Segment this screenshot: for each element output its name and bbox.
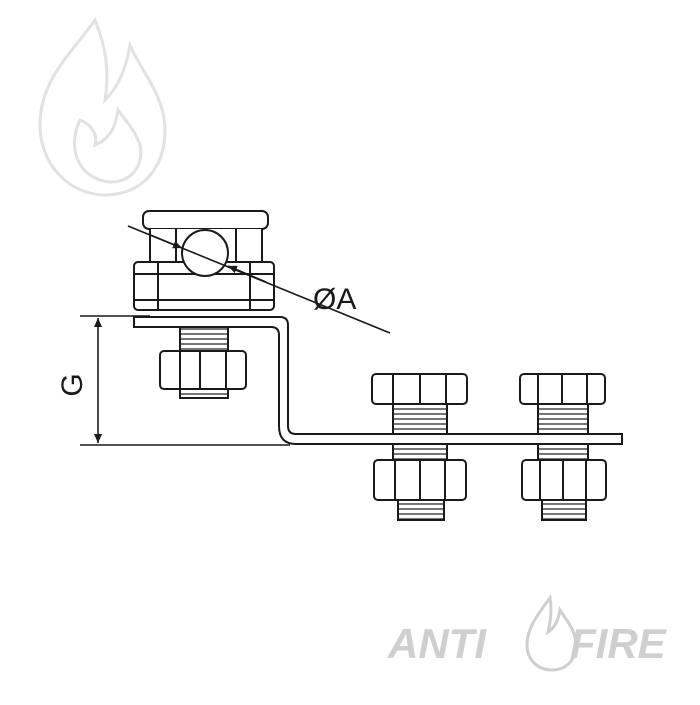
logo-flame-icon <box>525 594 578 672</box>
strip-bolt-left <box>371 373 468 521</box>
height-label: G <box>56 373 89 396</box>
height-dimension <box>80 315 290 446</box>
conductor-circle <box>181 229 229 277</box>
antifire-logo: ANTI FIRE <box>387 594 668 672</box>
diameter-label: ØA <box>313 283 356 316</box>
clamp-bolt <box>159 326 247 399</box>
logo-word-left: ANTI <box>387 620 487 667</box>
flame-watermark-icon <box>38 16 167 197</box>
logo-word-right: FIRE <box>570 620 668 667</box>
mounting-strip <box>133 316 623 445</box>
strip-bolt-right <box>519 373 607 521</box>
diameter-dimension <box>127 225 391 334</box>
